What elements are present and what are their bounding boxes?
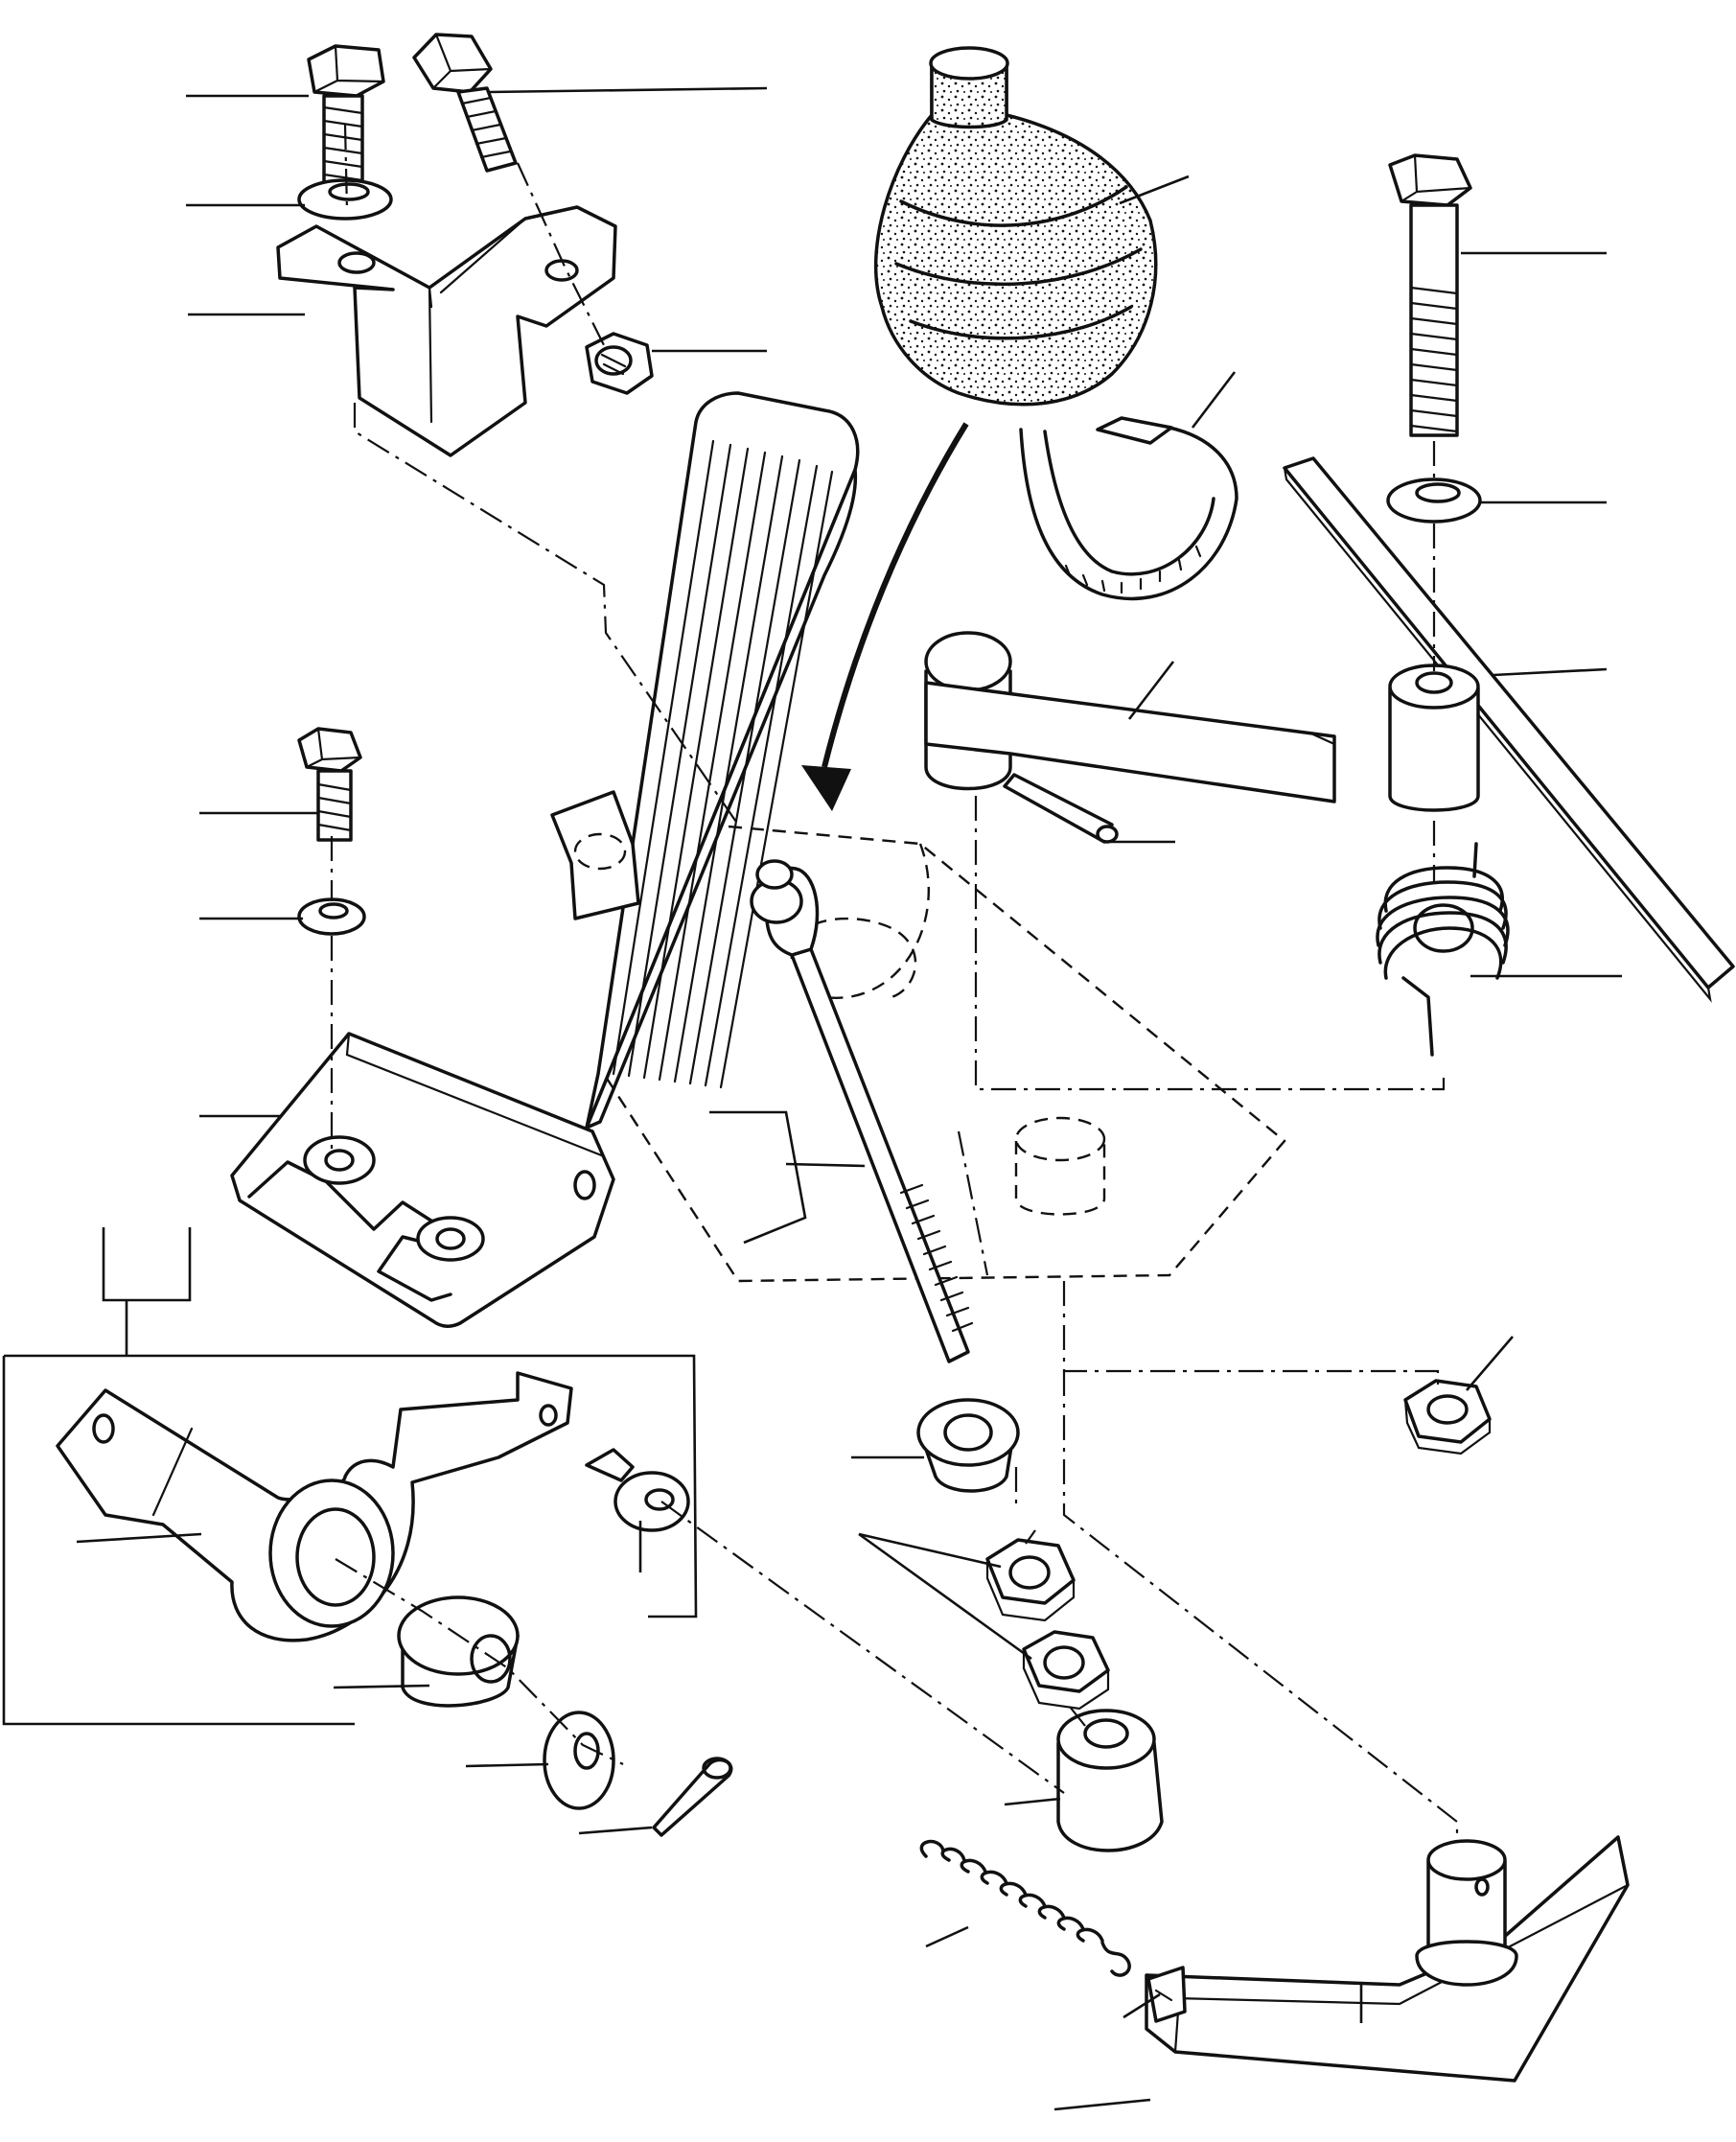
nut-right-middle bbox=[1403, 1379, 1492, 1455]
long-bolt-right bbox=[1388, 153, 1472, 437]
torsion-spring bbox=[1376, 842, 1510, 1057]
lock-nut-1 bbox=[985, 1538, 1076, 1622]
bushing-left bbox=[397, 1595, 520, 1708]
axis-lines bbox=[330, 124, 1459, 1841]
cotter-pin bbox=[652, 1757, 733, 1837]
spacer-bushing-right bbox=[1388, 664, 1480, 812]
accelerator-pedal bbox=[230, 391, 860, 1328]
return-arm bbox=[1145, 1835, 1630, 2083]
rubber-boot bbox=[873, 46, 1158, 407]
washer-right bbox=[1386, 477, 1482, 524]
hose-clamp bbox=[1019, 416, 1238, 601]
washer-top-left bbox=[297, 178, 393, 221]
rod-bushing bbox=[916, 1398, 1020, 1493]
bolt-left-middle bbox=[297, 727, 362, 842]
bolt-top-left bbox=[307, 44, 385, 186]
bell-crank-lever bbox=[56, 1371, 573, 1642]
lock-nut-2 bbox=[1022, 1630, 1110, 1711]
washer-bottom-left bbox=[543, 1711, 615, 1810]
ball-stud bbox=[585, 1448, 690, 1532]
assembly-direction-arrow bbox=[801, 422, 969, 811]
roll-pin bbox=[1003, 773, 1119, 844]
washer-left-middle bbox=[297, 897, 366, 936]
return-spring bbox=[919, 1839, 1131, 1977]
nut-top-left bbox=[585, 332, 654, 395]
pedal-arm-lever bbox=[924, 631, 1336, 803]
bolt-angled-top bbox=[412, 33, 518, 173]
arm-pivot-pin bbox=[1415, 1839, 1518, 1987]
ball-socket bbox=[1056, 1709, 1164, 1852]
pedal-mounting-bracket bbox=[276, 205, 617, 457]
adjusting-rod bbox=[750, 859, 974, 1363]
flat-bar-link bbox=[1283, 456, 1735, 1003]
callout-leaders bbox=[2, 86, 1622, 2111]
